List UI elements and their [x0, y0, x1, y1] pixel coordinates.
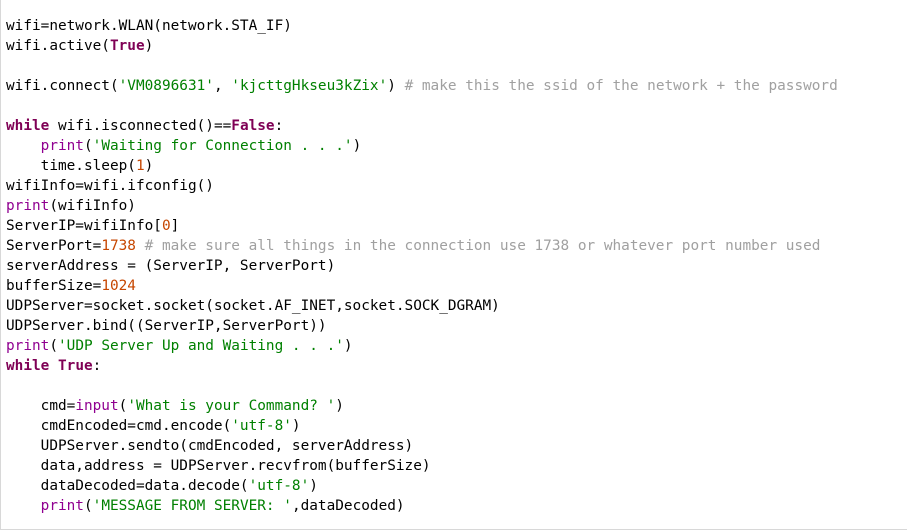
code-token: :: [92, 358, 102, 374]
code-token: (: [118, 398, 128, 414]
code-line[interactable]: bufferSize=1024: [6, 276, 838, 296]
code-token: [136, 238, 145, 254]
code-token: UDPServer.bind((ServerIP,ServerPort)): [6, 318, 327, 334]
code-token: 'What is your Command? ': [127, 398, 336, 414]
code-token: wifiInfo=wifi.ifconfig(): [6, 178, 214, 194]
code-token: while: [6, 118, 50, 134]
code-token: [49, 358, 58, 374]
code-token: ServerIP=wifiInfo[: [6, 218, 162, 234]
code-token: 0: [161, 218, 171, 234]
code-token: dataDecoded=data.decode(: [6, 478, 249, 494]
code-token: (wifiInfo): [49, 198, 136, 214]
code-token: input: [75, 398, 119, 414]
code-token: wifi.active(: [6, 38, 110, 54]
code-token: wifi=network.WLAN(network.STA_IF): [6, 18, 292, 34]
code-token: ]: [170, 218, 180, 234]
code-token: False: [231, 118, 275, 134]
code-token: cmd=: [6, 398, 76, 414]
code-token: ,: [213, 78, 232, 94]
code-token: cmdEncoded=cmd.encode(: [6, 418, 232, 434]
code-token: ): [309, 478, 318, 494]
code-token: 'Waiting for Connection . . .': [92, 138, 353, 154]
code-token: ): [343, 338, 353, 354]
code-token: ServerPort=: [6, 238, 102, 254]
code-token: ): [335, 398, 344, 414]
code-token: data,address = UDPServer.recvfrom(buffer…: [6, 458, 431, 474]
code-token: serverAddress = (ServerIP, ServerPort): [6, 258, 336, 274]
code-token: print: [6, 198, 50, 214]
code-line[interactable]: dataDecoded=data.decode('utf-8'): [6, 476, 838, 496]
code-line[interactable]: UDPServer.sendto(cmdEncoded, serverAddre…: [6, 436, 838, 456]
code-token: 1: [135, 158, 145, 174]
code-line[interactable]: cmdEncoded=cmd.encode('utf-8'): [6, 416, 838, 436]
code-token: 'VM0896631': [118, 78, 214, 94]
code-line[interactable]: print(wifiInfo): [6, 196, 838, 216]
code-line[interactable]: [6, 56, 838, 76]
code-token: ): [144, 38, 154, 54]
code-token: ,dataDecoded): [291, 498, 405, 514]
code-line[interactable]: [6, 376, 838, 396]
code-line[interactable]: serverAddress = (ServerIP, ServerPort): [6, 256, 838, 276]
code-area[interactable]: wifi=network.WLAN(network.STA_IF) wifi.ac…: [6, 16, 838, 516]
code-line[interactable]: wifiInfo=wifi.ifconfig(): [6, 176, 838, 196]
code-line[interactable]: wifi.active(True): [6, 36, 838, 56]
code-token: 'kjcttgHkseu3kZix': [231, 78, 388, 94]
code-token: 'utf-8': [248, 478, 310, 494]
code-token: time.sleep(: [6, 158, 136, 174]
code-token: bufferSize=: [6, 278, 102, 294]
code-line[interactable]: cmd=input('What is your Command? '): [6, 396, 838, 416]
code-token: ): [144, 158, 154, 174]
code-line[interactable]: [6, 96, 838, 116]
code-token: 'MESSAGE FROM SERVER: ': [92, 498, 292, 514]
code-token: (: [83, 138, 93, 154]
code-token: print: [40, 498, 84, 514]
code-token: True: [109, 38, 145, 54]
code-token: ): [352, 138, 362, 154]
code-token: wifi.connect(: [6, 78, 119, 94]
code-line[interactable]: while True:: [6, 356, 838, 376]
code-line[interactable]: data,address = UDPServer.recvfrom(buffer…: [6, 456, 838, 476]
code-token: UDPServer=socket.socket(socket.AF_INET,s…: [6, 298, 500, 314]
code-token: 1738: [101, 238, 136, 254]
code-token: wifi.isconnected()==: [49, 118, 232, 134]
code-token: (: [49, 338, 58, 354]
code-line[interactable]: while wifi.isconnected()==False:: [6, 116, 838, 136]
code-token: 'UDP Server Up and Waiting . . .': [58, 338, 344, 354]
code-token: [6, 138, 41, 154]
code-token: # make this the ssid of the network + th…: [404, 78, 838, 94]
code-line[interactable]: print('UDP Server Up and Waiting . . .'): [6, 336, 838, 356]
code-line[interactable]: UDPServer.bind((ServerIP,ServerPort)): [6, 316, 838, 336]
code-token: 1024: [101, 278, 136, 294]
code-line[interactable]: time.sleep(1): [6, 156, 838, 176]
code-token: # make sure all things in the connection…: [144, 238, 821, 254]
code-token: True: [58, 358, 93, 374]
code-token: while: [6, 358, 50, 374]
code-token: print: [6, 338, 50, 354]
code-token: 'utf-8': [231, 418, 292, 434]
code-token: ): [291, 418, 301, 434]
code-token: print: [40, 138, 84, 154]
code-line[interactable]: UDPServer=socket.socket(socket.AF_INET,s…: [6, 296, 838, 316]
code-token: ): [387, 78, 405, 94]
code-token: :: [274, 118, 284, 134]
code-line[interactable]: wifi=network.WLAN(network.STA_IF): [6, 16, 838, 36]
code-line[interactable]: print('MESSAGE FROM SERVER: ',dataDecode…: [6, 496, 838, 516]
code-line[interactable]: print('Waiting for Connection . . .'): [6, 136, 838, 156]
code-token: UDPServer.sendto(cmdEncoded, serverAddre…: [6, 438, 414, 454]
code-token: (: [83, 498, 93, 514]
code-token: [6, 498, 41, 514]
code-line[interactable]: ServerPort=1738 # make sure all things i…: [6, 236, 838, 256]
code-line[interactable]: ServerIP=wifiInfo[0]: [6, 216, 838, 236]
code-line[interactable]: wifi.connect('VM0896631', 'kjcttgHkseu3k…: [6, 76, 838, 96]
